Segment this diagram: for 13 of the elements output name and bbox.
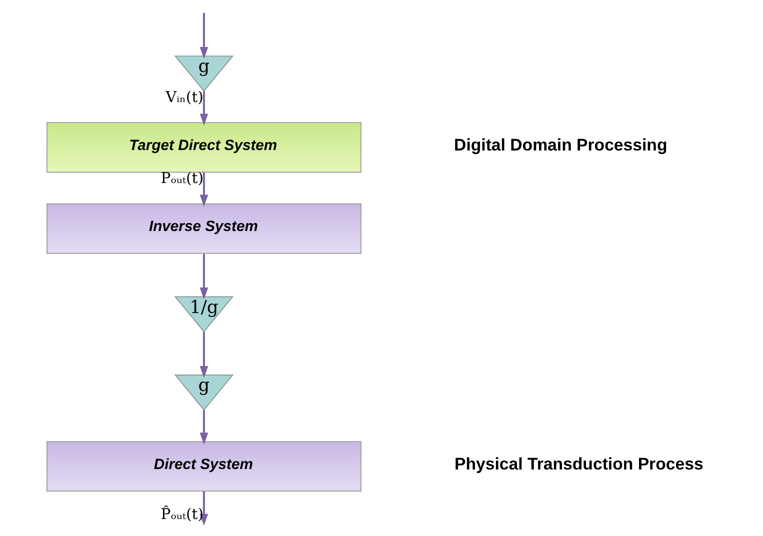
arrow (200, 91, 208, 126)
label: Digital Domain Processing (454, 136, 668, 155)
arrow (200, 12, 208, 59)
node-box: Target Direct System (46, 122, 362, 173)
node-box: Inverse System (46, 203, 362, 254)
label: Physical Transduction Process (454, 454, 704, 474)
arrow (200, 172, 208, 207)
arrow (200, 332, 208, 378)
arrow (200, 491, 208, 526)
arrow (200, 410, 208, 445)
arrow (200, 254, 208, 300)
node-box: Direct System (46, 441, 362, 492)
edge-label: P̂ₒᵤₜ(t) (160, 505, 204, 524)
